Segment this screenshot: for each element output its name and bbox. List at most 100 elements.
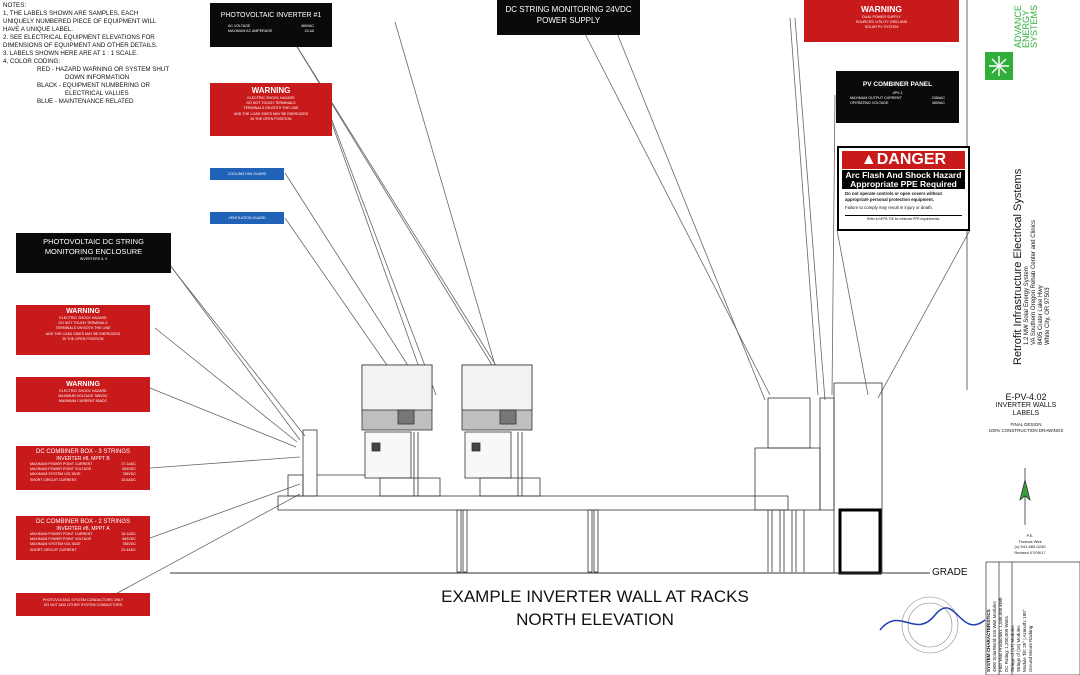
row-key: MAXIMUM POWER POINT CURRENT <box>30 532 93 536</box>
danger-sub-line: Appropriate PPE Required <box>850 178 957 189</box>
dc-string-power-label: DC STRING MONITORING 24VDC POWER SUPPLY <box>497 0 640 35</box>
warning-label-top: WARNING ELECTRIC SHOCK HAZARD DO NOT TOU… <box>210 83 332 136</box>
row-key: MAXIMUM OUTPUT CURRENT <box>850 96 902 101</box>
warning-title: WARNING <box>66 308 100 315</box>
power-title: DC STRING MONITORING 24VDC <box>505 5 632 14</box>
company-logo <box>985 52 1013 80</box>
pv-inverter-row: AC VOLTAGE 480VAC <box>210 24 332 29</box>
warning-line: SOURCES: UTILITY GRID AND <box>855 20 908 25</box>
power-title: POWER SUPPLY <box>536 16 601 25</box>
warning-title: WARNING <box>251 86 291 95</box>
danger-sub-line: Arc Flash And Shock Hazard <box>845 170 962 180</box>
general-notes: NOTES: 1, THE LABELS SHOWN ARE SAMPLES, … <box>3 2 203 106</box>
drawing-title-line: NORTH ELEVATION <box>516 610 674 629</box>
panel-row: OPERATING VOLTAGE 480VAC <box>836 101 959 106</box>
warning-line: AND THE LOAD SIDES MAY BE ENERGIZED <box>233 111 309 116</box>
warning-line: MAXIMUM CURRENT 90ADC <box>58 399 108 404</box>
row-value: 788VDC <box>122 542 136 547</box>
danger-text: Failure to comply may result in injury o… <box>845 205 933 210</box>
sheet-info: E-PV-4.02 INVERTER WALLS LABELS FINAL DE… <box>972 392 1080 434</box>
row-key: MAXIMUM POWER POINT CURRENT <box>30 462 93 466</box>
warning-line: ELECTRIC SHOCK HAZARD <box>59 316 107 320</box>
enclosure-title: MONITORING ENCLOSURE <box>44 247 143 256</box>
cooling-fan-label: COOLING FAN GUARD <box>210 168 284 180</box>
panel-title: PV COMBINER PANEL <box>862 81 933 88</box>
leader-lines <box>85 17 971 611</box>
engineer-block: P.E. Thomas Wee (o) 541-683-0240 Revised… <box>1000 533 1060 555</box>
warning-line: TERMINALS ON BOTH THE LINE <box>55 326 111 331</box>
row-key: SHORT CIRCUIT CURRENT <box>30 477 77 482</box>
danger-sub: Arc Flash And Shock Hazard Appropriate P… <box>842 170 965 189</box>
drawing-title: EXAMPLE INVERTER WALL AT RACKS NORTH ELE… <box>335 585 855 631</box>
row-key: SHORT CIRCUIT CURRENT <box>30 547 77 552</box>
warning-line: AND THE LOAD SIDES MAY BE ENERGIZED <box>45 331 121 336</box>
warning-label-left-1: WARNING ELECTRIC SHOCK HAZARD DO NOT TOU… <box>16 305 150 355</box>
sheet-title: INVERTER WALLS <box>995 402 1057 409</box>
color-line: RED - HAZARD WARNING OR SYSTEM SHUT <box>37 66 170 73</box>
color-line: DOWN INFORMATION <box>65 74 130 81</box>
engineer-line: (o) 541-683-0240 <box>1014 544 1046 549</box>
combiner-row: MAXIMUM POWER POINT CURRENT 27.1ADC <box>16 462 150 467</box>
sun-icon <box>989 56 1009 76</box>
row-value: 18.1ADC <box>121 532 136 536</box>
row-key: MAXIMUM POWER POINT VOLTAGE <box>30 537 92 542</box>
row-key: MAXIMUM AC AMPERAGE <box>228 29 273 34</box>
sheet-title: LABELS <box>1012 410 1040 417</box>
enclosure-sub: INVERTERS 8, 9 <box>79 257 108 261</box>
warning-line: MAXIMUM VOLTAGE 788VDC <box>58 394 108 399</box>
note-line: 3. LABELS SHOWN HERE ARE AT 1 : 1 SCALE. <box>3 50 138 57</box>
row-value: 663VDC <box>122 537 136 542</box>
combiner-box-3-label: DC COMBINER BOX - 3 STRINGS INVERTER #8,… <box>16 446 150 490</box>
note-line: HAVE A UNIQUE LABEL. <box>3 26 74 33</box>
row-value: 27.1ADC <box>121 462 136 466</box>
color-line: BLACK - EQUIPMENT NUMBERING OR <box>37 82 150 89</box>
warning-line: DO NOT TOUCH TERMINALS <box>246 101 296 106</box>
project-details: 1.2 MW Solar Energy System VA Southern O… <box>1024 220 1052 345</box>
color-coding: RED - HAZARD WARNING OR SYSTEM SHUT DOWN… <box>3 66 203 106</box>
engineer-line: Revised 07/09/17 <box>1014 549 1046 555</box>
equipment-outlines <box>277 364 883 575</box>
row-key: OPERATING VOLTAGE <box>850 101 889 106</box>
danger-label: ▲DANGER Arc Flash And Shock Hazard Appro… <box>837 146 970 231</box>
sheet-status: FINAL DESIGN <box>1010 422 1042 427</box>
panel-sub: 4PV-1 <box>892 91 903 95</box>
notes-heading: NOTES: <box>3 2 27 9</box>
pv-conductors-label: PHOTOVOLTAIC SYSTEM CONDUCTORS ONLY DO N… <box>16 593 150 616</box>
note-line: 2. SEE ELECTRICAL EQUIPMENT ELEVATIONS F… <box>3 34 155 41</box>
enclosure-title: PHOTOVOLTAIC DC STRING <box>43 237 144 246</box>
combiner-box-2-label: DC COMBINER BOX - 2 STRINGS INVERTER #8,… <box>16 516 150 560</box>
warning-line: DO NOT TOUCH TERMINALS <box>58 321 108 326</box>
note-line: 1, THE LABELS SHOWN ARE SAMPLES, EACH <box>3 10 139 17</box>
north-arrow <box>1019 468 1031 525</box>
combiner-title: DC COMBINER BOX - 3 STRINGS <box>35 449 130 455</box>
project-line: White City, OR 97503 <box>1045 287 1051 345</box>
row-key: AC VOLTAGE <box>228 24 251 28</box>
note-line: 4, COLOR CODING: <box>3 58 61 65</box>
warning-title: WARNING <box>66 381 100 388</box>
row-value: 788VDC <box>122 472 136 477</box>
drawing-title-line: EXAMPLE INVERTER WALL AT RACKS <box>441 587 749 606</box>
pv-inverter-row: MAXIMUM AC AMPERAGE 24.4A <box>210 29 332 34</box>
row-key: MAXIMUM SYSTEM VOLTAGE <box>30 542 81 547</box>
warning-line: IN THE OPEN POSITION <box>62 336 104 341</box>
warning-line: DUAL POWER SUPPLY <box>862 15 901 19</box>
danger-footer: Refer to NFPA 70E for minimum PPE requir… <box>845 215 962 221</box>
warning-line: ELECTRIC SHOCK HAZARD <box>59 389 107 393</box>
conductors-line: DO NOT ADD OTHER SYSTEM CONDUCTORS <box>43 603 123 608</box>
warning-label-left-2: WARNING ELECTRIC SHOCK HAZARD MAXIMUM VO… <box>16 377 150 412</box>
note-line: DIMENSIONS OF EQUIPMENT AND OTHER DETAIL… <box>3 42 158 49</box>
pv-combiner-panel-label: PV COMBINER PANEL 4PV-1 MAXIMUM OUTPUT C… <box>836 71 959 123</box>
row-value: 480VAC <box>300 24 314 28</box>
warning-line: IN THE OPEN POSITION <box>250 116 292 121</box>
row-value: 24.4A <box>304 29 314 34</box>
conductors-line: PHOTOVOLTAIC SYSTEM CONDUCTORS ONLY <box>42 598 124 602</box>
row-value: 480VAC <box>931 101 945 106</box>
warning-line: ELECTRIC SHOCK HAZARD <box>247 96 295 100</box>
sheet-status: 100% CONSTRUCTION DRAWINGS <box>988 428 1064 433</box>
combiner-row: MAXIMUM POWER POINT VOLTAGE 663VDC <box>16 537 150 542</box>
danger-head: ▲DANGER <box>842 151 965 169</box>
